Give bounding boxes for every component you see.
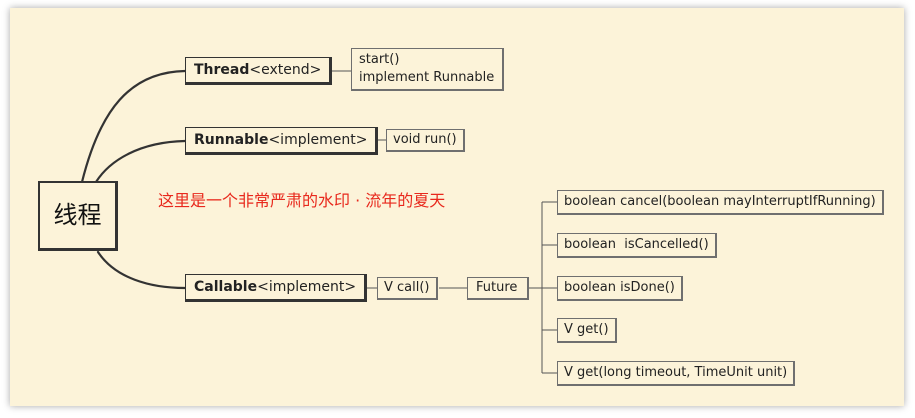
thread-detail-start: start() [359,52,400,67]
future-method-get-timeout-label: V get(long timeout, TimeUnit unit) [564,365,788,380]
runnable-method-node: void run() [386,129,465,152]
thread-details-node: start() implement Runnable [351,48,505,91]
callable-suffix: <implement> [257,279,357,295]
call-method-node: V call() [377,277,438,300]
thread-name: Thread [194,62,250,78]
future-method-isdone: boolean isDone() [557,276,683,301]
callable-node: Callable<implement> [185,274,368,302]
link-root-thread [80,69,187,184]
callable-name: Callable [194,279,258,295]
thread-detail-implement: implement Runnable [359,70,495,85]
future-method-iscancelled: boolean isCancelled() [557,233,717,258]
root-label: 线程 [53,201,102,229]
future-method-get-timeout: V get(long timeout, TimeUnit unit) [557,361,796,386]
runnable-method-label: void run() [393,132,457,147]
thread-node: Thread<extend> [185,57,333,85]
future-method-cancel: boolean cancel(boolean mayInterruptIfRun… [557,190,884,215]
watermark-text: 这里是一个非常严肃的水印 · 流年的夏天 [158,191,446,210]
runnable-suffix: <implement> [268,132,368,148]
future-method-cancel-label: boolean cancel(boolean mayInterruptIfRun… [564,194,876,209]
thread-suffix: <extend> [249,62,322,78]
future-method-get: V get() [557,318,617,343]
call-method-label: V call() [384,280,430,295]
future-node: Future [467,277,530,300]
future-method-iscancelled-label: boolean isCancelled() [564,237,709,252]
root-node: 线程 [38,181,118,251]
link-root-callable [96,250,187,290]
future-method-get-label: V get() [564,322,609,337]
runnable-node: Runnable<implement> [185,127,379,155]
link-root-runnable [94,139,187,184]
future-method-isdone-label: boolean isDone() [564,280,675,295]
future-label: Future [476,280,518,295]
runnable-name: Runnable [194,132,269,148]
